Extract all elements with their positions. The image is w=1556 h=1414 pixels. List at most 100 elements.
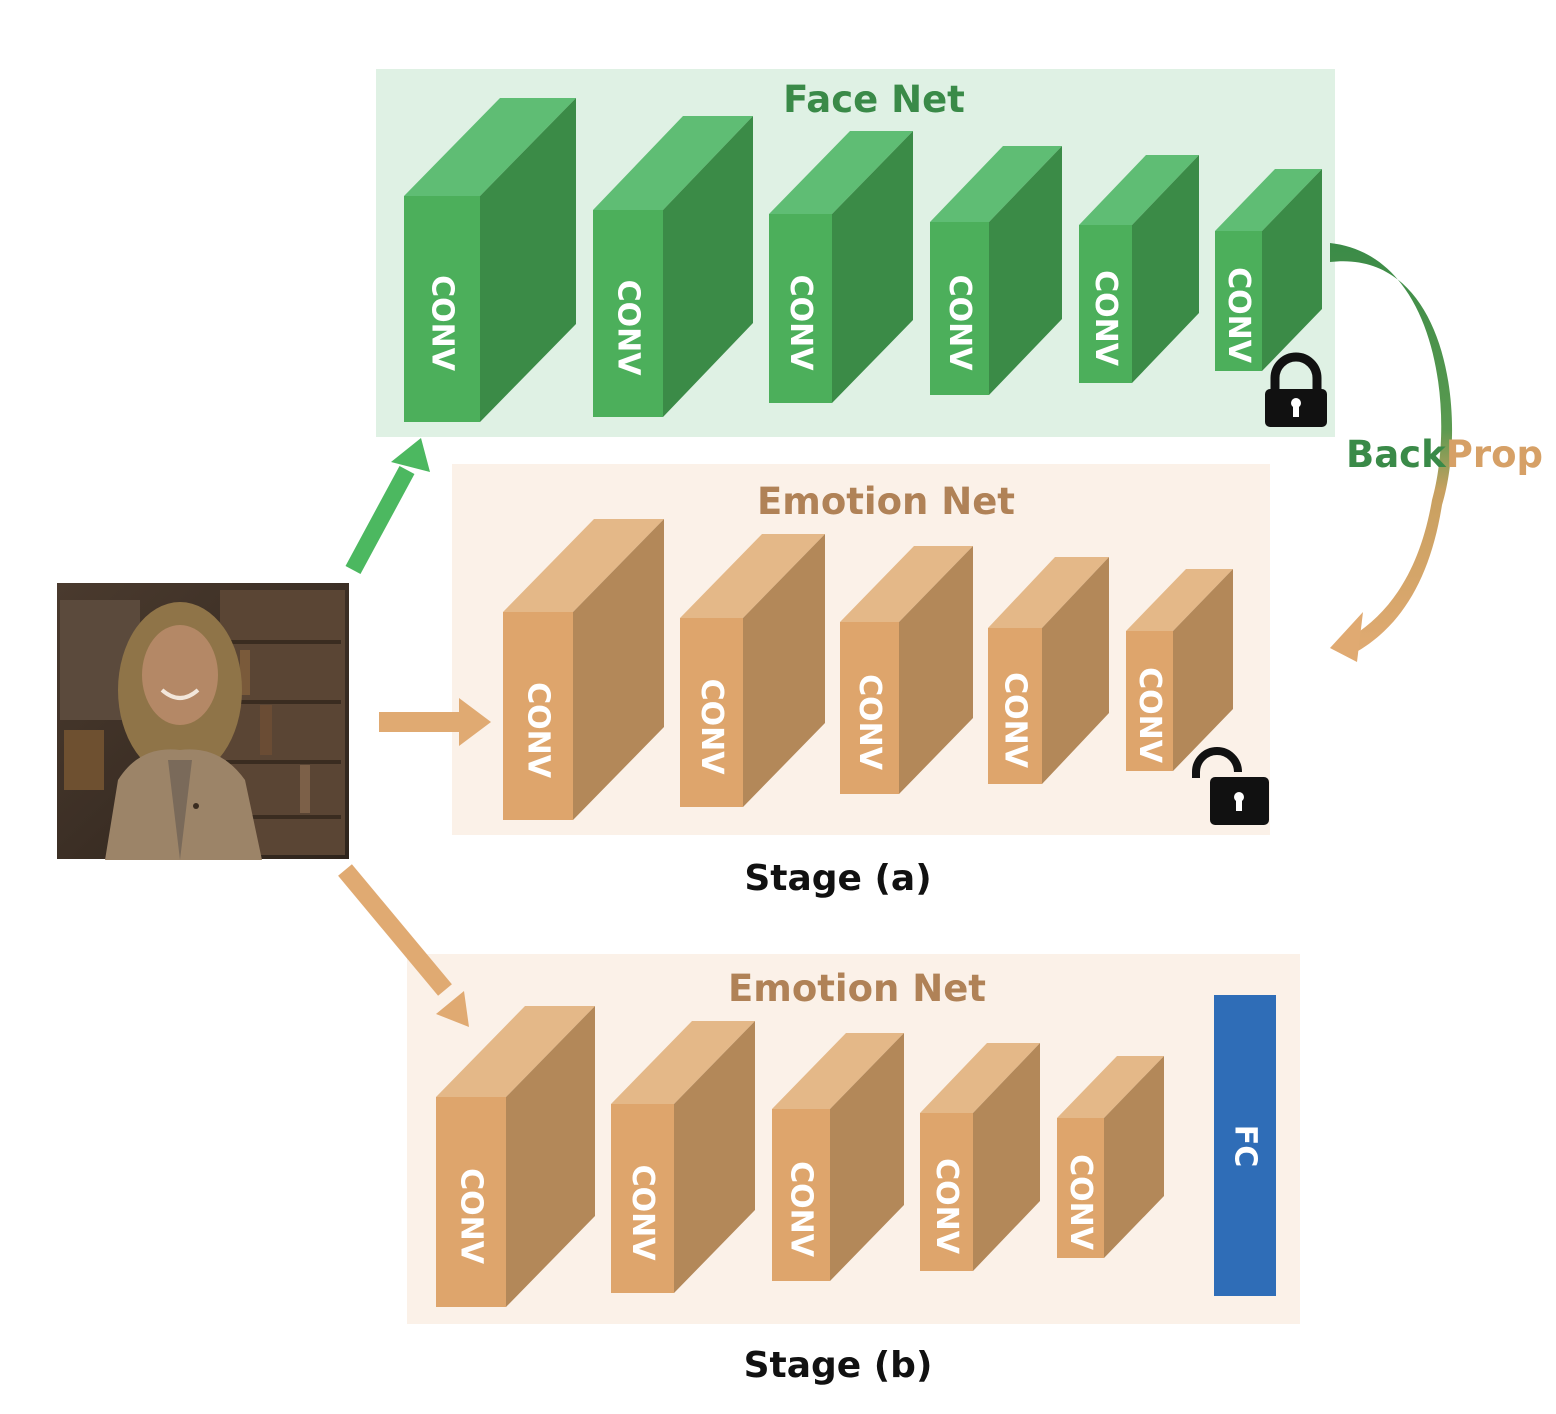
conv-block-front [404,196,480,422]
emotion-net-b-conv-block-1: CONV [436,1006,595,1307]
face-net-conv-block-4: CONV [930,146,1062,395]
conv-block-front [840,622,899,794]
face-net-conv-block-5: CONV [1079,155,1199,383]
conv-block-front [593,210,663,417]
emotion-net-a-conv-block-3: CONV [840,546,973,794]
conv-block-front [1126,631,1173,771]
emotion-net-b-conv-block-2: CONV [611,1021,755,1293]
conv-block-side [480,98,576,422]
conv-block-side [743,534,825,807]
conv-block-front [680,618,743,807]
arrow-to-emotion-net-a [379,698,491,746]
emotion-net-a-conv-block-4: CONV [988,557,1109,784]
conv-label: CONV [784,1161,819,1258]
face-net-conv-block-2: CONV [593,116,753,417]
conv-block-front [772,1109,830,1281]
conv-block-top [1057,1056,1164,1118]
conv-block-side [1132,155,1199,383]
conv-block-front [930,222,989,395]
conv-block-top [1079,155,1199,225]
lock-closed-icon [1265,352,1327,427]
emotion-net-a-layers: CONV CONV CONV CONV CONV [503,519,1233,820]
conv-block-side [973,1043,1040,1271]
conv-block-side [506,1006,595,1307]
conv-block-side [830,1033,904,1281]
conv-block-top [1126,569,1233,631]
conv-label: CONV [998,672,1033,769]
conv-block-side [1104,1056,1164,1258]
conv-label: CONV [1132,667,1167,764]
fc-label: FC [1228,1125,1263,1168]
conv-block-side [899,546,973,794]
conv-block-top [1215,169,1322,231]
face-net-conv-block-6: CONV [1215,169,1322,371]
conv-block-top [436,1006,595,1097]
conv-block-front [1079,225,1132,383]
emotion-net-b-title: Emotion Net [728,967,986,1010]
conv-block-side [1262,169,1322,371]
conv-block-side [674,1021,755,1293]
conv-block-top [680,534,825,618]
conv-block-top [503,519,664,612]
face-net-panel: Face Net CONV CONV CONV CONV CONV CONV [376,69,1335,437]
conv-block-front [1215,231,1262,371]
conv-block-top [840,546,973,622]
conv-block-side [1042,557,1109,784]
stage-a-label: Stage (a) [744,858,931,899]
backprop-arrow [1330,243,1453,662]
emotion-net-a-conv-block-1: CONV [503,519,664,820]
conv-block-top [930,146,1062,222]
conv-label: CONV [1063,1154,1098,1251]
conv-block-top [593,116,753,210]
arrow-to-emotion-net-b [338,864,469,1027]
input-face-image [57,583,349,860]
emotion-net-b-layers: CONV CONV CONV CONV CONV [436,1006,1164,1307]
conv-block-front [769,214,832,403]
conv-label: CONV [783,275,818,372]
conv-block-front [1057,1118,1104,1258]
backprop-label: BackProp [1346,433,1543,476]
conv-block-side [832,131,913,403]
face-net-conv-block-3: CONV [769,131,913,403]
conv-block-side [989,146,1062,395]
conv-block-top [920,1043,1040,1113]
emotion-net-b-conv-block-3: CONV [772,1033,904,1281]
conv-label: CONV [425,275,460,372]
face-net-conv-block-1: CONV [404,98,576,422]
backprop-label-prop: Prop [1446,433,1543,476]
emotion-net-b-conv-block-5: CONV [1057,1056,1164,1258]
conv-label: CONV [454,1168,489,1265]
emotion-net-b-conv-block-4: CONV [920,1043,1040,1271]
backprop-label-back: Back [1346,433,1447,476]
conv-label: CONV [625,1165,660,1262]
fc-block [1214,995,1276,1296]
fc-layer: FC [1214,995,1276,1296]
emotion-net-a-conv-block-2: CONV [680,534,825,807]
conv-label: CONV [611,280,646,377]
arrow-to-face-net [345,438,430,575]
stage-b-label: Stage (b) [744,1345,933,1386]
conv-label: CONV [694,679,729,776]
conv-label: CONV [1221,267,1256,364]
conv-block-front [920,1113,973,1271]
conv-block-top [404,98,576,196]
conv-block-top [772,1033,904,1109]
lock-open-icon [1192,747,1269,825]
conv-block-top [611,1021,755,1104]
conv-block-front [436,1097,506,1307]
conv-block-side [1173,569,1233,771]
conv-block-side [663,116,753,417]
emotion-net-a-conv-block-5: CONV [1126,569,1233,771]
conv-block-top [769,131,913,214]
emotion-net-a-title: Emotion Net [757,480,1015,523]
conv-label: CONV [929,1158,964,1255]
face-net-layers: CONV CONV CONV CONV CONV CONV [404,98,1322,422]
conv-label: CONV [942,275,977,372]
conv-block-side [573,519,664,820]
conv-label: CONV [521,682,556,779]
conv-block-front [503,612,573,820]
emotion-net-b-panel: Emotion Net CONV CONV CONV CONV CONV FC [407,954,1300,1324]
face-net-title: Face Net [783,78,965,121]
conv-block-front [988,628,1042,784]
